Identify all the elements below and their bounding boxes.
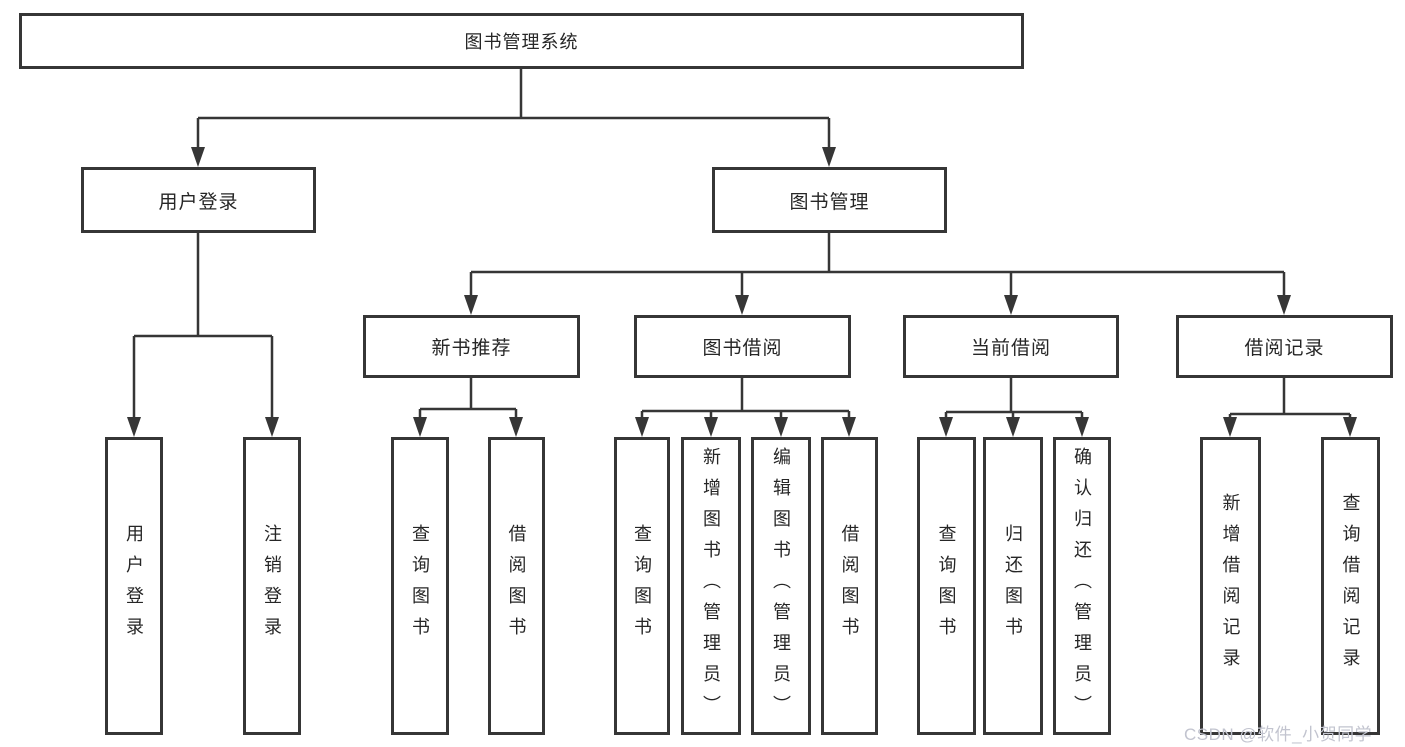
node-label: 图书借阅 <box>702 338 783 359</box>
leaf-confirm-return-admin: 确认归还（管理员） <box>1053 437 1111 735</box>
node-label: 用户登录 <box>158 191 239 213</box>
node-label: 新增借阅记录 <box>1220 493 1241 679</box>
node-user-login: 用户登录 <box>81 167 316 233</box>
arrow-down-icon <box>191 147 205 167</box>
leaf-add-borrow-record: 新增借阅记录 <box>1200 437 1261 735</box>
arrow-down-icon <box>704 417 718 437</box>
leaf-user-login: 用户登录 <box>105 437 163 735</box>
csdn-watermark: CSDN @软件_小贺同学 <box>1184 725 1373 744</box>
node-book-borrowing: 图书借阅 <box>634 315 851 378</box>
arrow-down-icon <box>1343 417 1357 437</box>
connector-root-to-level2 <box>196 69 831 160</box>
connector-records-children <box>1228 378 1352 430</box>
arrow-down-icon <box>635 417 649 437</box>
node-label: 查询图书 <box>632 524 652 648</box>
arrow-down-icon <box>464 295 478 315</box>
arrow-down-icon <box>1006 417 1020 437</box>
leaf-add-books-admin: 新增图书（管理员） <box>681 437 741 735</box>
node-label: 图书管理 <box>789 191 870 213</box>
arrow-down-icon <box>1075 417 1089 437</box>
node-label: 借阅图书 <box>506 524 527 648</box>
arrow-down-icon <box>735 295 749 315</box>
arrow-down-icon <box>127 417 141 437</box>
node-label: 用户登录 <box>124 524 144 648</box>
leaf-query-borrow-record: 查询借阅记录 <box>1321 437 1380 735</box>
node-label: 图书管理系统 <box>464 32 579 52</box>
connector-new-rec-children <box>418 378 518 430</box>
connector-borrow-children <box>640 378 851 430</box>
arrow-down-icon <box>1004 295 1018 315</box>
node-label: 查询借阅记录 <box>1340 493 1361 679</box>
node-label: 当前借阅 <box>970 338 1051 359</box>
connector-book-mgmt-children <box>469 233 1286 308</box>
leaf-query-books-borrow: 查询图书 <box>614 437 670 735</box>
arrow-down-icon <box>265 417 279 437</box>
leaf-return-books: 归还图书 <box>983 437 1043 735</box>
node-label: 新增图书（管理员） <box>701 446 721 726</box>
arrow-down-icon <box>939 417 953 437</box>
node-borrowing-records: 借阅记录 <box>1176 315 1393 378</box>
node-label: 查询图书 <box>410 524 430 648</box>
arrow-down-icon <box>842 417 856 437</box>
node-label: 借阅图书 <box>839 524 860 648</box>
arrow-down-icon <box>1277 295 1291 315</box>
node-label: 注销登录 <box>262 524 282 648</box>
node-root-system: 图书管理系统 <box>19 13 1024 69</box>
node-label: 借阅记录 <box>1244 338 1325 359</box>
arrow-down-icon <box>1223 417 1237 437</box>
node-label: 编辑图书（管理员） <box>771 446 791 726</box>
arrow-down-icon <box>413 417 427 437</box>
node-label: 查询图书 <box>936 524 957 648</box>
connector-user-login-children <box>132 232 274 430</box>
leaf-logout: 注销登录 <box>243 437 301 735</box>
leaf-borrow-books: 借阅图书 <box>821 437 878 735</box>
leaf-query-books-recommend: 查询图书 <box>391 437 449 735</box>
arrow-down-icon <box>774 417 788 437</box>
arrowheads <box>127 147 1357 437</box>
node-current-borrowing: 当前借阅 <box>903 315 1119 378</box>
leaf-borrow-books-recommend: 借阅图书 <box>488 437 545 735</box>
arrow-down-icon <box>509 417 523 437</box>
node-book-management: 图书管理 <box>712 167 947 233</box>
node-new-book-recommend: 新书推荐 <box>363 315 580 378</box>
node-label: 新书推荐 <box>431 338 512 359</box>
node-label: 归还图书 <box>1003 524 1023 648</box>
arrow-down-icon <box>822 147 836 167</box>
node-label: 确认归还（管理员） <box>1072 446 1092 726</box>
leaf-edit-books-admin: 编辑图书（管理员） <box>751 437 811 735</box>
leaf-query-books-current: 查询图书 <box>917 437 976 735</box>
